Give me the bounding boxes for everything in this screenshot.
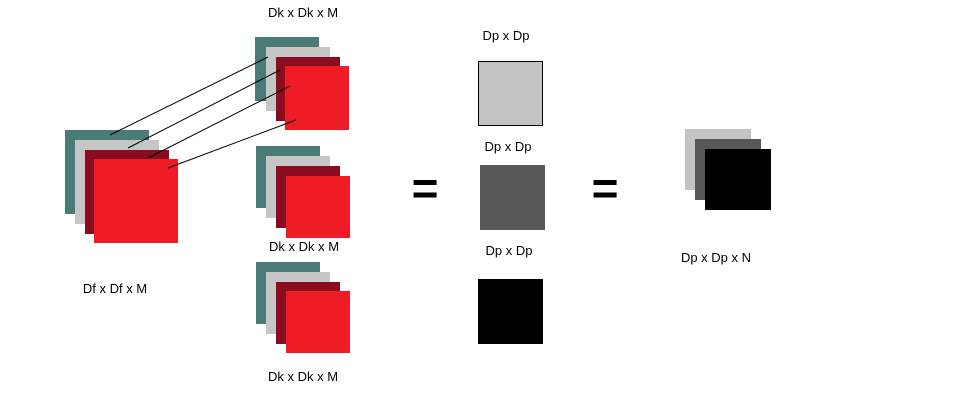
label-kernel-top: Dk x Dk x M bbox=[268, 5, 338, 20]
equals-sign-first: = bbox=[412, 162, 439, 214]
equals-sign-second: = bbox=[592, 162, 619, 214]
result-tensor-stack bbox=[685, 129, 771, 210]
kernel-top-channel-red bbox=[285, 66, 349, 130]
output-map-dark bbox=[478, 279, 543, 344]
connector-line-gray bbox=[127, 69, 281, 149]
kernel-stack-bottom bbox=[256, 262, 350, 353]
connector-line-teal bbox=[109, 56, 269, 136]
connector-line-dark-red bbox=[147, 85, 291, 159]
input-channel-red bbox=[94, 159, 178, 243]
kernel-stack-top bbox=[255, 37, 349, 130]
output-map-light bbox=[478, 61, 543, 126]
kernel-bottom-channel-red bbox=[286, 291, 350, 353]
label-input: Df x Df x M bbox=[83, 281, 147, 296]
connector-line-red bbox=[167, 119, 297, 169]
label-kernel-middle: Dk x Dk x M bbox=[269, 239, 339, 254]
kernel-stack-middle bbox=[256, 146, 350, 238]
input-tensor-stack bbox=[65, 130, 178, 243]
connector-lines bbox=[109, 56, 297, 169]
label-output-mid: Dp x Dp bbox=[485, 139, 532, 154]
label-result: Dp x Dp x N bbox=[681, 250, 751, 265]
label-kernel-bottom: Dk x Dk x M bbox=[268, 369, 338, 384]
result-channel-dark bbox=[705, 149, 771, 210]
label-output-light: Dp x Dp bbox=[483, 28, 530, 43]
output-map-mid bbox=[480, 165, 545, 230]
label-output-dark: Dp x Dp bbox=[486, 243, 533, 258]
kernel-middle-channel-red bbox=[286, 176, 350, 238]
